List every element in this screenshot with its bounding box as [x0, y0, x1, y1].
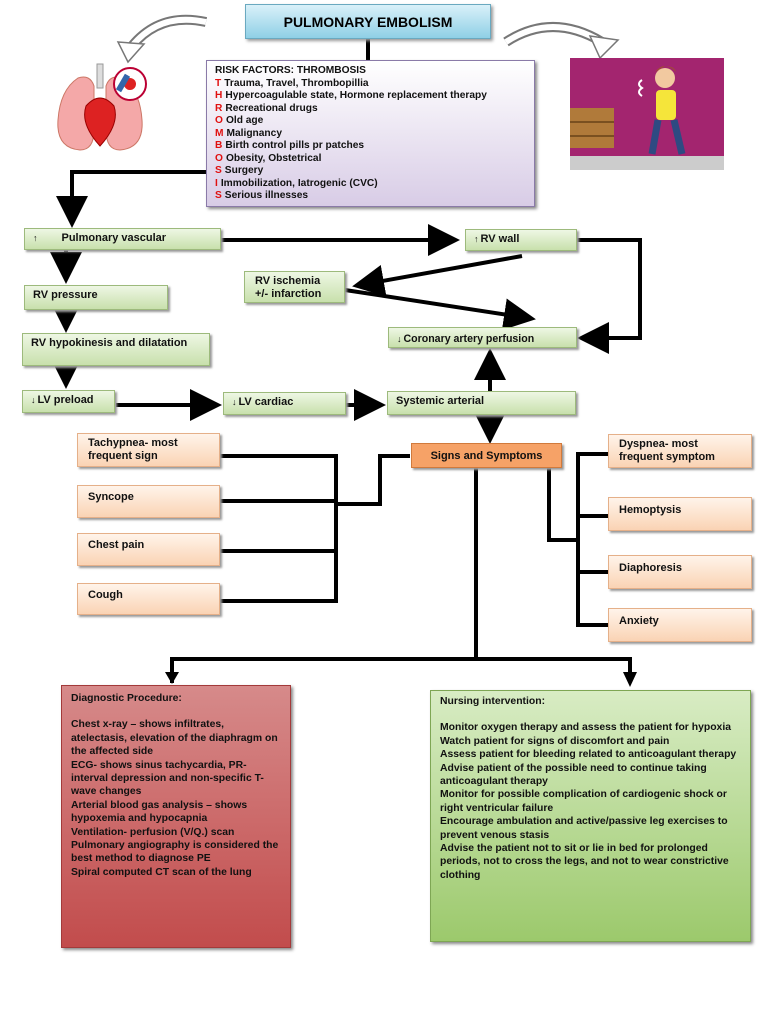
risk-factor-letter: M: [215, 127, 224, 139]
risk-factor-text: Immobilization, Iatrogenic (CVC): [220, 177, 378, 189]
risk-factor-text: Birth control pills pr patches: [225, 140, 365, 151]
coronary-perfusion-label: Coronary artery perfusion: [403, 333, 535, 345]
nursing-list: Monitor oxygen therapy and assess the pa…: [440, 721, 741, 882]
nursing-heading: Nursing intervention:: [440, 696, 546, 707]
lv-preload-label: LV preload: [37, 394, 94, 406]
rv-pressure-box: RV pressure: [24, 285, 168, 310]
coronary-perfusion-box: ↓Coronary artery perfusion: [388, 327, 577, 348]
page-title: PULMONARY EMBOLISM: [245, 4, 491, 39]
risk-factor-letter: R: [215, 102, 223, 114]
diagnostic-item: Ventilation- perfusion (V/Q.) scan: [71, 826, 235, 838]
up-arrow-icon: ↑: [474, 234, 479, 244]
risk-factor-letter: O: [215, 152, 223, 164]
diagnostic-item: Spiral computed CT scan of the lung: [71, 866, 252, 878]
risk-factor-letter: S: [215, 165, 222, 176]
symptom-tachypnea: Tachypnea- most frequent sign: [77, 433, 220, 467]
risk-factor-letter: O: [215, 115, 223, 126]
symptom-anxiety: Anxiety: [608, 608, 752, 642]
rv-wall-label: RV wall: [480, 233, 520, 245]
diagnostic-list: Chest x-ray – shows infiltrates, atelect…: [71, 718, 281, 879]
risk-factor-text: Surgery: [224, 165, 264, 176]
symptom-hemoptysis: Hemoptysis: [608, 497, 752, 531]
risk-factor-letter: B: [215, 140, 223, 151]
diagnostic-item: Chest x-ray – shows infiltrates, atelect…: [71, 719, 278, 758]
symptom-diaphoresis: Diaphoresis: [608, 555, 752, 589]
symptom-syncope: Syncope: [77, 485, 220, 518]
nursing-item: Assess patient for bleeding related to a…: [440, 749, 737, 761]
symptom-chest-pain: Chest pain: [77, 533, 220, 566]
risk-factor-text: Malignancy: [226, 127, 282, 139]
risk-factor-text: Obesity, Obstetrical: [225, 152, 322, 164]
risk-factor-text: Trauma, Travel, Thrombopillia: [224, 77, 369, 89]
lv-cardiac-box: ↓LV cardiac: [223, 392, 346, 415]
nursing-item: Advise the patient not to sit or lie in …: [440, 843, 729, 881]
risk-factor-text: Hypercoagulable state, Hormone replaceme…: [225, 90, 487, 101]
nursing-item: Monitor for possible complication of car…: [440, 789, 727, 814]
lv-cardiac-label: LV cardiac: [238, 396, 294, 408]
symptom-dyspnea: Dyspnea- most frequent symptom: [608, 434, 752, 468]
systemic-arterial-box: Systemic arterial: [387, 391, 576, 415]
symptom-cough: Cough: [77, 583, 220, 615]
diagnostic-procedure-box: Diagnostic Procedure: Chest x-ray – show…: [61, 685, 291, 948]
risk-factor-text: Recreational drugs: [225, 102, 318, 114]
down-arrow-icon: ↓: [31, 395, 36, 405]
pulmonary-vascular-box: ↑ Pulmonary vascular: [24, 228, 221, 250]
lv-preload-box: ↓LV preload: [22, 390, 115, 413]
risk-factor-text: Serious illnesses: [224, 190, 309, 201]
diagnostic-item: ECG- shows sinus tachycardia, PR-interva…: [71, 759, 264, 798]
nursing-item: Watch patient for signs of discomfort an…: [440, 735, 670, 747]
down-arrow-icon: ↓: [232, 397, 237, 407]
rv-ischemia-box: RV ischemia +/- infarction: [244, 271, 345, 303]
down-arrow-icon: ↓: [397, 334, 402, 344]
risk-factors-heading: RISK FACTORS: THROMBOSIS: [215, 65, 366, 76]
lungs-heart-icon: [50, 60, 150, 156]
risk-factor-letter: S: [215, 190, 222, 201]
breathless-woman-icon: [570, 58, 724, 170]
risk-factor-letter: H: [215, 90, 223, 101]
nursing-item: Advise patient of the possible need to c…: [440, 762, 707, 788]
nursing-item: Monitor oxygen therapy and assess the pa…: [440, 722, 731, 734]
risk-factor-letter: T: [215, 77, 222, 89]
diagnostic-item: Pulmonary angiography is considered the …: [71, 840, 279, 865]
risk-factor-letter: I: [215, 177, 218, 189]
rv-hypokinesis-box: RV hypokinesis and dilatation: [22, 333, 210, 366]
risk-factor-text: Old age: [225, 115, 264, 126]
pulmonary-vascular-label: Pulmonary vascular: [61, 232, 167, 244]
diagnostic-item: Arterial blood gas analysis – shows hypo…: [71, 799, 248, 825]
curved-arrow-icon: [110, 12, 208, 64]
nursing-item: Encourage ambulation and active/passive …: [440, 816, 728, 841]
signs-symptoms-box: Signs and Symptoms: [411, 443, 562, 468]
up-arrow-icon: ↑: [33, 233, 38, 243]
nursing-intervention-box: Nursing intervention: Monitor oxygen the…: [430, 690, 751, 942]
rv-wall-box: ↑RV wall: [465, 229, 577, 251]
curved-arrow-icon: [502, 12, 622, 62]
diagnostic-heading: Diagnostic Procedure:: [71, 693, 182, 704]
